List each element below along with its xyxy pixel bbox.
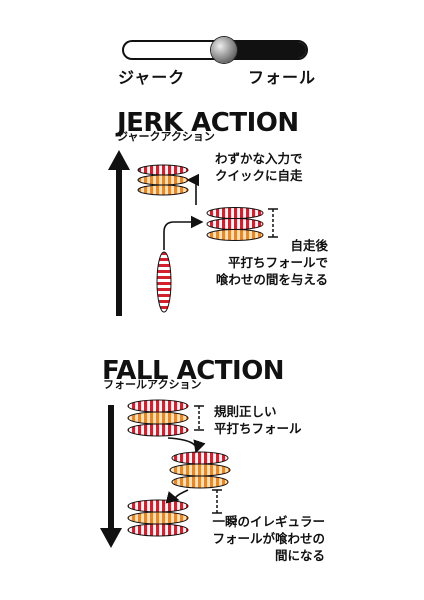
fall-note-top: 規則正しい 平打ちフォール: [214, 403, 302, 437]
fall-note-bottom: 一瞬のイレギュラー フォールが喰わせの 間になる: [203, 513, 325, 564]
action-slider-knob[interactable]: [211, 37, 238, 63]
jerk-note-bottom: 自走後 平打ちフォールで 喰わせの間を与える: [210, 237, 328, 288]
jerk-action-title: JERK ACTION: [117, 108, 299, 138]
jerk-note-top-line-1: わずかな入力で: [215, 151, 303, 166]
fall-action-subtitle: フォールアクション: [103, 378, 202, 391]
jerk-jig-stack-middle: [206, 207, 264, 241]
jerk-note-top: わずかな入力で クイックに自走: [215, 150, 303, 184]
jerk-vertical-jig: [156, 251, 172, 313]
jerk-jig-stack-upper: [137, 164, 189, 196]
fall-jig-stack-top: [127, 399, 189, 437]
fall-path-arrows: [165, 437, 206, 504]
jerk-note-bottom-line-1: 自走後: [290, 238, 328, 253]
jerk-bracket: [268, 208, 278, 238]
fall-jig-stack-bottom: [127, 499, 189, 537]
jerk-up-arrow: [108, 150, 130, 316]
fall-note-top-line-2: 平打ちフォール: [214, 421, 302, 436]
fall-bracket-top: [194, 405, 204, 431]
fall-action-title: FALL ACTION: [102, 356, 285, 386]
slider-label-fall: フォール: [248, 68, 317, 87]
fall-arrow-to-bottom: [165, 489, 189, 504]
jerk-path-arrows: [163, 173, 204, 250]
fall-down-arrow: [100, 405, 122, 548]
jerk-note-top-line-2: クイックに自走: [215, 168, 303, 183]
jerk-note-bottom-line-3: 喰わせの間を与える: [215, 272, 328, 287]
fall-note-bottom-line-1: 一瞬のイレギュラー: [212, 514, 325, 529]
fall-note-top-line-1: 規則正しい: [214, 404, 277, 419]
fall-jig-stack-middle: [169, 451, 231, 489]
fall-note-bottom-line-3: 間になる: [274, 548, 325, 563]
fall-arrow-to-middle: [167, 437, 206, 454]
jerk-note-bottom-line-2: 平打ちフォールで: [227, 255, 328, 270]
fall-note-bottom-line-2: フォールが喰わせの: [212, 531, 325, 546]
jerk-action-subtitle: ジャークアクション: [117, 130, 215, 143]
jerk-arrow-to-upper: [186, 173, 200, 205]
slider-label-jerk: ジャーク: [118, 68, 186, 87]
fall-bracket-bottom: [212, 489, 222, 514]
jerk-arrow-to-middle: [163, 215, 204, 250]
action-slider-fill: [222, 42, 306, 58]
